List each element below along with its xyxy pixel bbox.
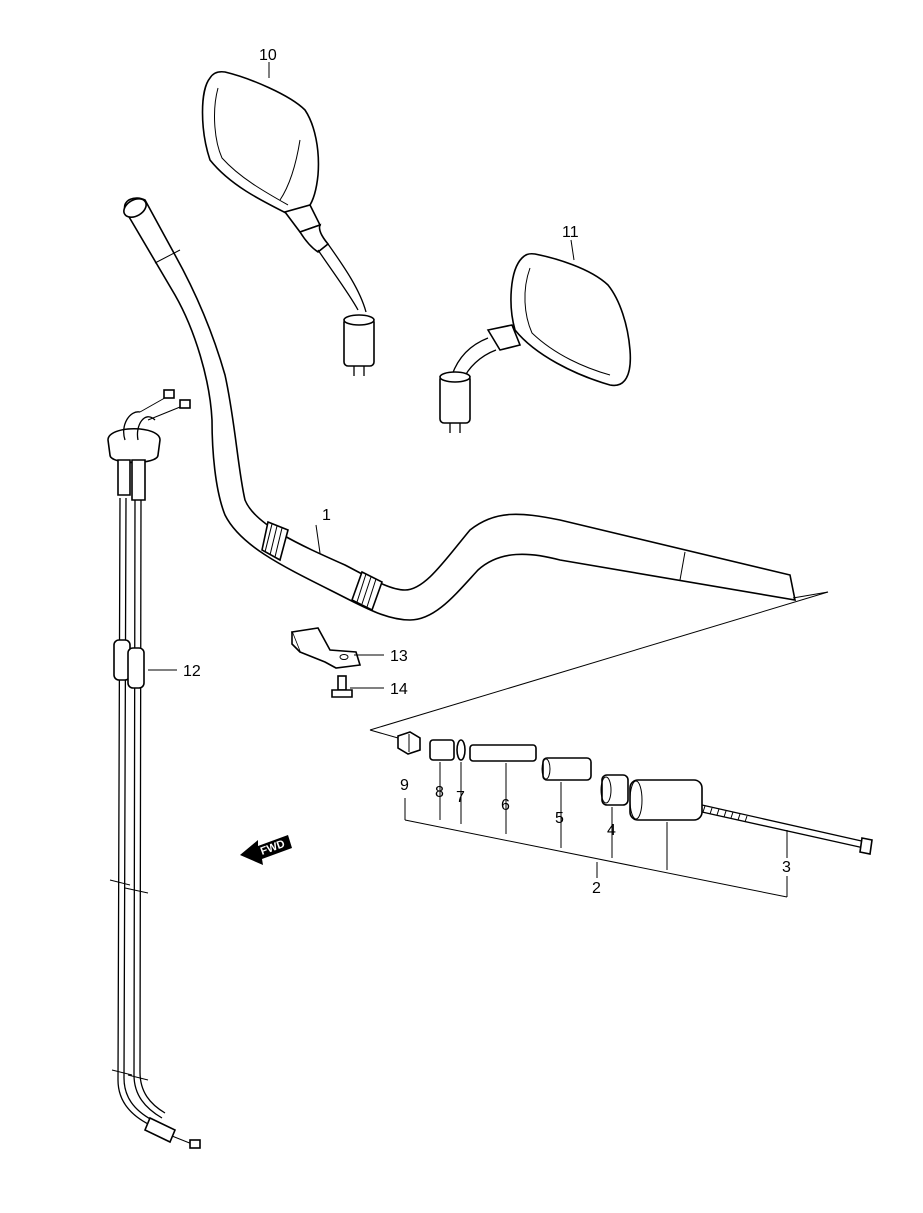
fwd-arrow-icon: FWD	[240, 835, 292, 865]
part-4-cap[interactable]	[600, 774, 629, 806]
callout-8: 8	[435, 784, 444, 801]
part-5-spacer[interactable]	[541, 757, 592, 781]
screw[interactable]	[331, 675, 353, 698]
callout-4: 4	[607, 822, 616, 839]
callout-11: 11	[562, 224, 579, 241]
throttle-cable[interactable]	[107, 389, 201, 1149]
part-7-washer[interactable]	[456, 739, 466, 761]
leader-lines	[369, 591, 829, 741]
part-2-weight[interactable]	[629, 779, 703, 821]
mirror-right[interactable]	[439, 252, 632, 433]
callout-2: 2	[592, 880, 601, 897]
callout-12: 12	[183, 663, 201, 680]
callout-13: 13	[390, 648, 408, 665]
callout-3: 3	[782, 859, 791, 876]
callout-5: 5	[555, 810, 564, 827]
handlebar[interactable]	[121, 195, 797, 621]
callout-9: 9	[400, 777, 409, 794]
part-6-rubber[interactable]	[469, 744, 537, 762]
part-8-collar[interactable]	[429, 739, 455, 761]
bracket[interactable]	[290, 627, 362, 669]
callout-14: 14	[390, 681, 408, 698]
callout-6: 6	[501, 797, 510, 814]
callout-labels: 1 2 3 4 5 6 7 8 9 10 11 12 13 14	[183, 47, 791, 897]
part-3-rod[interactable]	[701, 804, 873, 855]
knurled-ring-left	[261, 520, 289, 562]
callout-7: 7	[456, 789, 465, 806]
mirror-left[interactable]	[201, 70, 375, 376]
callout-1: 1	[322, 507, 331, 524]
part-9-bolt[interactable]	[397, 731, 421, 755]
knurled-ring-right	[351, 570, 383, 612]
callout-leaders	[148, 62, 788, 898]
callout-10: 10	[259, 47, 277, 64]
